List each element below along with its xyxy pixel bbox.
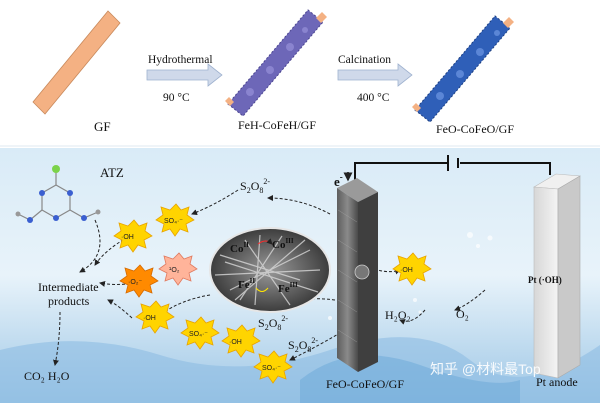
atz-molecule <box>15 165 101 223</box>
hydroxyl-radical-2-label: ·OH <box>143 315 156 322</box>
sulfate-radical-1-label: SO₄·⁻ <box>164 218 183 225</box>
hydroxyl-radical-4: ·OH <box>392 252 432 286</box>
singlet-oxygen: ¹O₂ <box>158 252 198 286</box>
gf-label: GF <box>94 119 111 134</box>
sulfate-radical-3-label: SO₄·⁻ <box>262 365 281 372</box>
hydrothermal-arrow <box>146 63 223 87</box>
intermediate-label-1: Intermediate <box>38 280 99 294</box>
fe-iii-label: FeIII <box>278 281 298 295</box>
intermediate-label-2: products <box>48 294 90 308</box>
pt-oh-label: Pt (·OH) <box>528 275 562 285</box>
feh-cofeh-bar <box>225 9 327 117</box>
h2o2-label: H₂O₂ <box>385 308 411 322</box>
superoxide-label: ·O₂⁻ <box>128 279 142 286</box>
persulfate-label-2: S2O82- <box>258 314 288 332</box>
hydroxyl-radical-1-label: ·OH <box>121 234 134 241</box>
bubbles <box>328 232 493 320</box>
feo-cofeo-label: FeO-CoFeO/GF <box>436 122 514 136</box>
hydroxyl-radical-3: ·OH <box>221 324 261 358</box>
calcination-arrow <box>337 63 413 87</box>
watermark: 知乎 @材料最Top <box>430 361 541 377</box>
o2-label: O₂ <box>456 307 469 321</box>
hydrothermal-temp: 90 °C <box>163 92 190 104</box>
cathode-electrode <box>337 178 378 372</box>
sulfate-radical-1: SO₄·⁻ <box>155 203 195 237</box>
gf-bar <box>32 10 121 115</box>
calcination-temp: 400 °C <box>357 92 390 104</box>
svg-text:S2O82-: S2O82- <box>240 177 270 195</box>
svg-text:S2O82-: S2O82- <box>258 314 288 332</box>
feh-cofeh-label: FeH-CoFeH/GF <box>238 118 316 132</box>
anode-electrode <box>533 173 581 379</box>
sulfate-radical-3: SO₄·⁻ <box>253 350 293 384</box>
sulfate-radical-2: SO₄·⁻ <box>180 316 220 350</box>
mechanism-panel: ATZ SO₄·⁻ ·OH ·O₂⁻ <box>0 148 600 403</box>
svg-text:S2O82-: S2O82- <box>288 336 318 354</box>
feo-cofeo-bar <box>412 15 514 123</box>
calcination-label: Calcination <box>338 54 391 66</box>
hydroxyl-radical-3-label: ·OH <box>229 339 242 346</box>
final-products-label: CO₂ H₂O <box>24 369 70 383</box>
synthesis-scheme: GF Hydrothermal 90 °C FeH-CoFeH/GF Calci… <box>32 9 514 136</box>
hydrothermal-label: Hydrothermal <box>148 54 213 66</box>
circuit-wire <box>354 155 551 180</box>
persulfate-label-3: S2O82- <box>288 336 318 354</box>
cathode-label: FeO-CoFeO/GF <box>326 377 404 391</box>
sem-inset: CoII CoIII FeII FeIII <box>209 227 331 313</box>
persulfate-label-1: S2O82- <box>240 177 270 195</box>
electron-label: e- <box>334 172 353 189</box>
hydroxyl-radical-4-label: ·OH <box>400 267 413 274</box>
co-iii-label: CoIII <box>272 237 294 251</box>
hydroxyl-radical-2: ·OH <box>135 300 175 334</box>
singlet-oxygen-label: ¹O₂ <box>169 267 180 274</box>
svg-text:e-: e- <box>334 172 343 189</box>
co-ii-label: CoII <box>230 241 249 255</box>
sulfate-radical-2-label: SO₄·⁻ <box>189 331 208 338</box>
atz-label: ATZ <box>100 165 124 180</box>
superoxide-radical: ·O₂⁻ <box>119 264 159 298</box>
fe-ii-label: FeII <box>238 277 255 291</box>
anode-label: Pt anode <box>536 375 578 389</box>
hydroxyl-radical-1: ·OH <box>113 219 153 253</box>
